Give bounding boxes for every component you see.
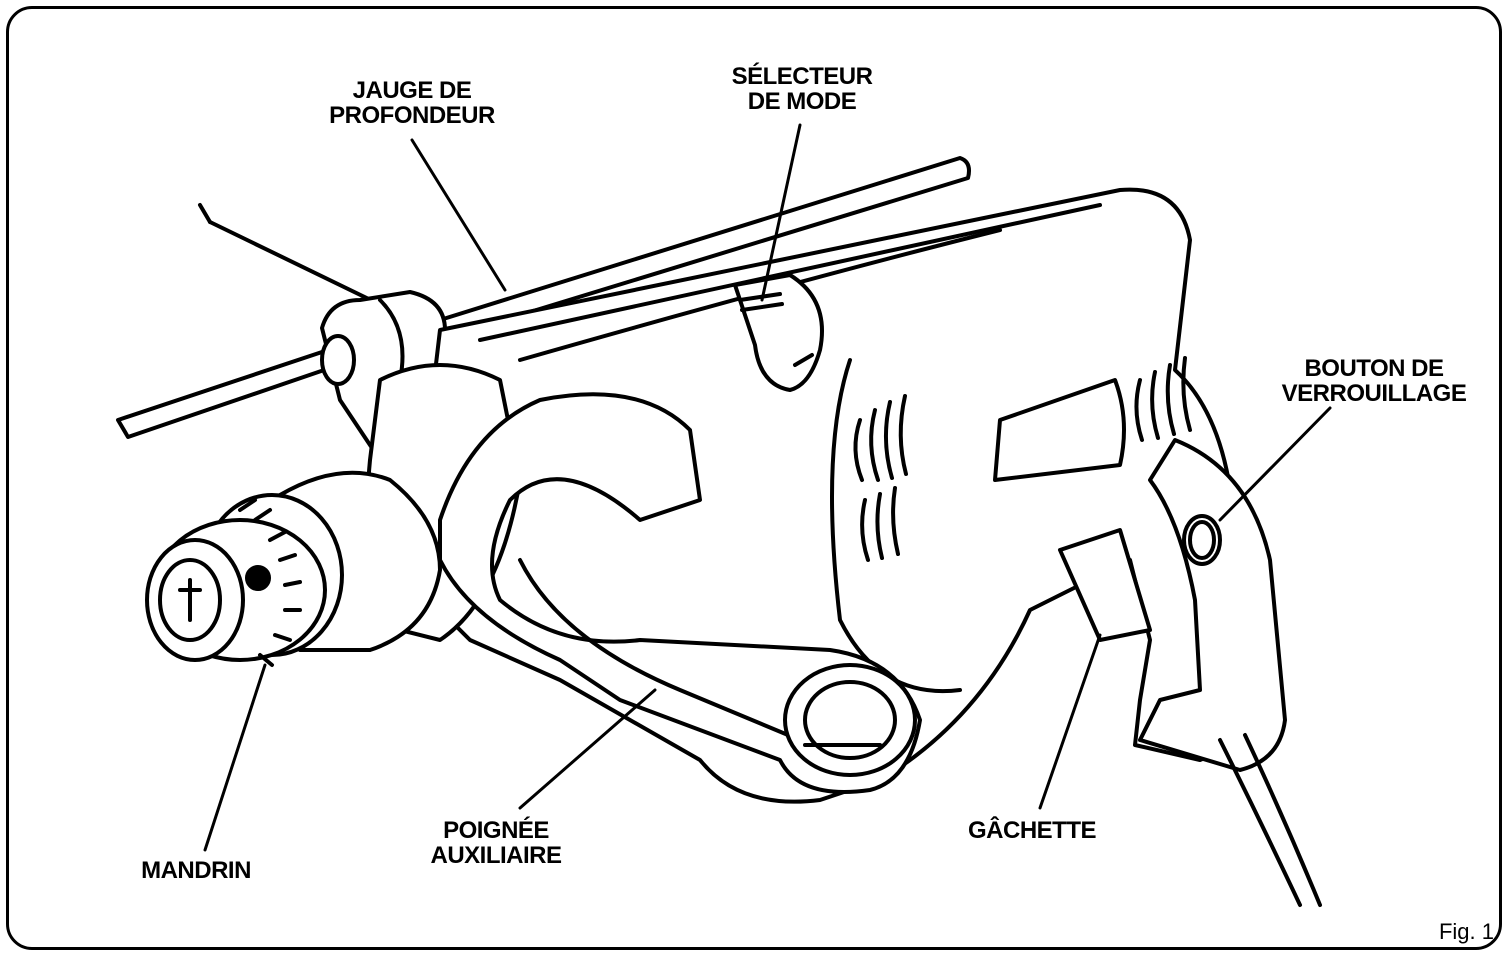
label-mode-selector: SÉLECTEUR DE MODE [731,63,873,115]
lock-button [1184,516,1220,564]
auxiliary-handle [440,394,920,792]
label-chuck: MANDRIN [141,857,251,884]
chuck-assembly [147,473,440,665]
label-depth-gauge: JAUGE DE PROFONDEUR [329,77,495,129]
rear-handle [1060,440,1320,905]
figure-caption: Fig. 1 [1438,919,1494,944]
mode-selector-knob [735,275,822,390]
leader-trigger [1040,635,1100,808]
label-auxiliary-handle: POIGNÉE AUXILIAIRE [430,817,562,869]
leader-aux-handle [520,690,655,808]
leader-chuck [205,665,265,850]
label-trigger: GÂCHETTE [968,817,1097,844]
leader-mode-selector [762,125,800,300]
label-lock-button: BOUTON DE VERROUILLAGE [1281,355,1467,407]
leader-lock-button [1220,408,1330,520]
leader-depth-gauge [412,140,505,290]
leader-lines [205,125,1330,850]
